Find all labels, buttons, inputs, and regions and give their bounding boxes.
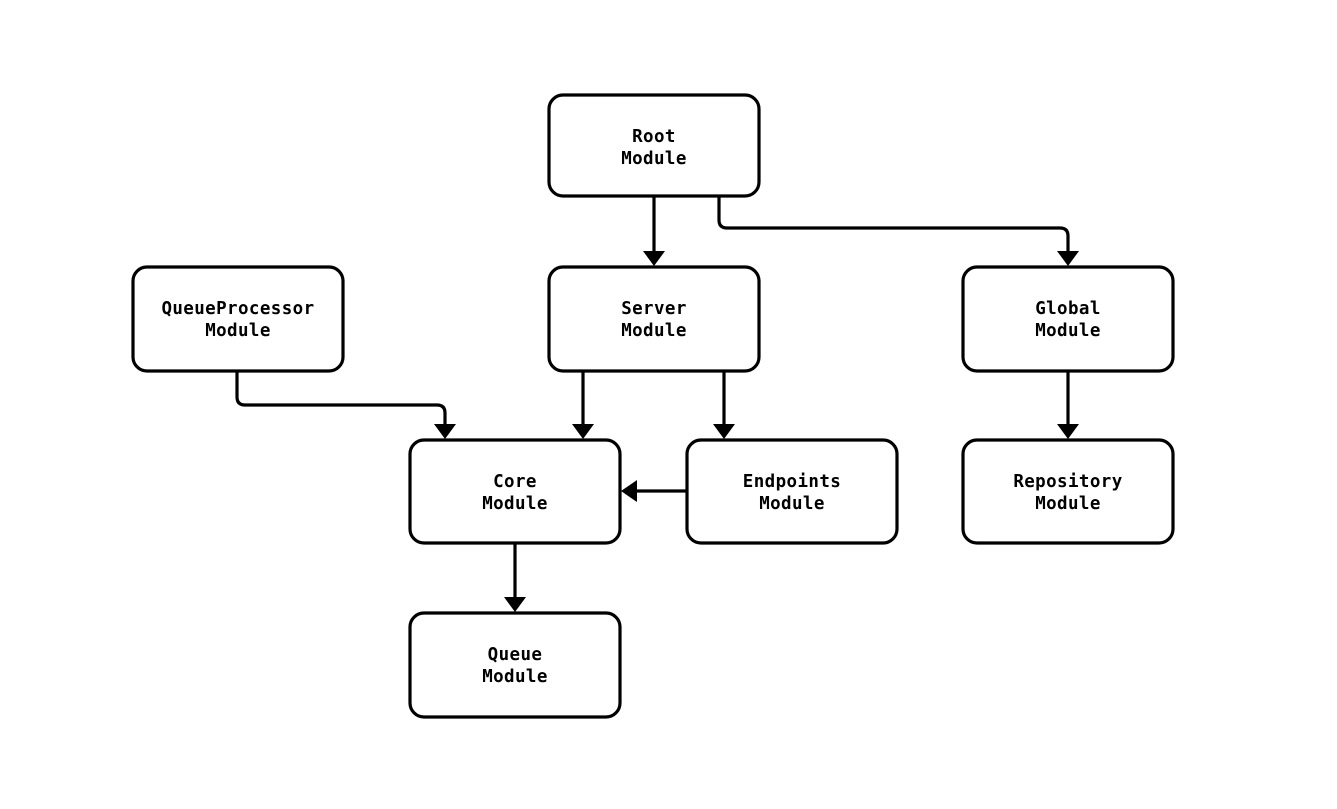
node-queueprocessor[interactable]: QueueProcessor Module	[131, 265, 345, 373]
edge-queueprocessor-core[interactable]	[235, 371, 456, 439]
node-root-label-line2: Module	[621, 149, 687, 169]
node-repository-box	[961, 438, 1175, 545]
node-endpoints[interactable]: Endpoints Module	[685, 438, 899, 545]
node-core-label-line1: Core	[493, 472, 537, 492]
edge-global-repository[interactable]	[1057, 371, 1079, 439]
node-queue[interactable]: Queue Module	[408, 611, 622, 719]
node-queueprocessor-label-line2: Module	[205, 321, 271, 341]
edge-root-global[interactable]	[717, 196, 1079, 266]
node-server[interactable]: Server Module	[547, 265, 761, 373]
node-endpoints-label-line1: Endpoints	[743, 472, 841, 492]
node-global[interactable]: Global Module	[961, 265, 1175, 373]
node-queueprocessor-box	[131, 265, 345, 373]
node-endpoints-box	[685, 438, 899, 545]
node-queue-label-line2: Module	[482, 667, 548, 687]
node-root[interactable]: Root Module	[547, 93, 761, 198]
node-repository[interactable]: Repository Module	[961, 438, 1175, 545]
node-root-label-line1: Root	[632, 127, 676, 147]
node-core-label-line2: Module	[482, 494, 548, 514]
edge-queueprocessor-core-arrowhead	[434, 424, 456, 439]
edge-server-core[interactable]	[572, 371, 594, 439]
edge-root-server[interactable]	[643, 196, 665, 266]
edge-queueprocessor-core-line	[235, 371, 447, 424]
edge-root-server-arrowhead	[643, 251, 665, 266]
node-global-box	[961, 265, 1175, 373]
node-global-label-line2: Module	[1035, 321, 1101, 341]
edge-global-repository-arrowhead	[1057, 424, 1079, 439]
edge-server-core-arrowhead	[572, 424, 594, 439]
node-queue-label-line1: Queue	[488, 645, 543, 665]
edge-root-global-arrowhead	[1057, 251, 1079, 266]
node-repository-label-line2: Module	[1035, 494, 1101, 514]
node-queueprocessor-label-line1: QueueProcessor	[161, 299, 314, 319]
node-layer: Root Module QueueProcessor Module Server…	[131, 93, 1175, 719]
edge-core-queue-arrowhead	[504, 597, 526, 612]
node-server-label-line2: Module	[621, 321, 687, 341]
node-global-label-line1: Global	[1035, 299, 1101, 319]
node-root-box	[547, 93, 761, 198]
node-core[interactable]: Core Module	[408, 438, 622, 545]
node-endpoints-label-line2: Module	[759, 494, 825, 514]
edge-root-global-line	[717, 196, 1070, 251]
edge-layer	[235, 196, 1079, 612]
node-server-label-line1: Server	[621, 299, 687, 319]
edge-endpoints-core[interactable]	[621, 480, 687, 502]
edge-server-endpoints[interactable]	[713, 371, 735, 439]
node-repository-label-line1: Repository	[1013, 472, 1122, 492]
edge-core-queue[interactable]	[504, 543, 526, 612]
edge-server-endpoints-arrowhead	[713, 424, 735, 439]
node-core-box	[408, 438, 622, 545]
node-queue-box	[408, 611, 622, 719]
edge-endpoints-core-arrowhead	[621, 480, 637, 502]
node-server-box	[547, 265, 761, 373]
